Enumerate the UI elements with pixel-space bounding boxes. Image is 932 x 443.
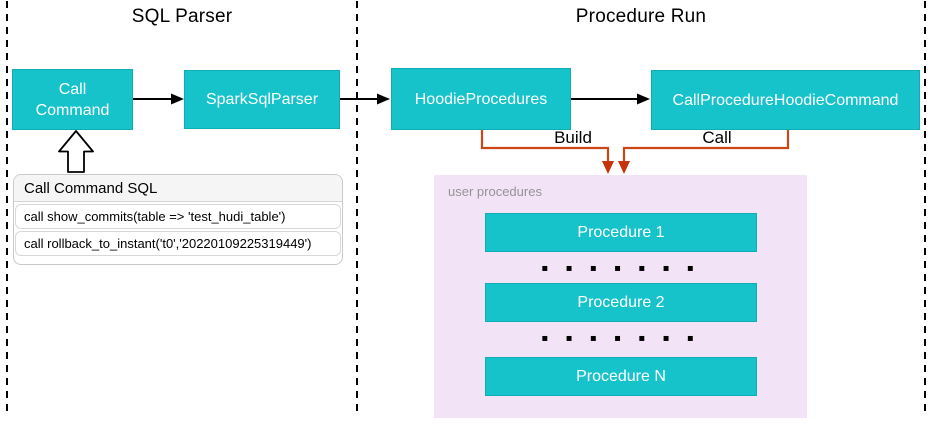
hollow-up-arrow — [58, 130, 94, 173]
arrow-callcommand-to-sparksqlparser — [133, 93, 184, 105]
section-title-sql-parser: SQL Parser — [131, 6, 233, 27]
node-call-procedure-hoodie-command: CallProcedureHoodieCommand — [651, 70, 920, 130]
sql-statement-row: call show_commits(table => 'test_hudi_ta… — [15, 204, 341, 229]
node-procedure-n-label: Procedure N — [576, 367, 666, 385]
edge-label-build: Build — [554, 128, 592, 147]
node-call-command-label: Call Command — [35, 80, 110, 119]
node-procedure-2-label: Procedure 2 — [577, 293, 665, 311]
user-procedures-panel: user procedures Procedure 1 ▪ ▪ ▪ ▪ ▪ ▪ … — [434, 175, 807, 418]
node-call-command: Call Command — [12, 69, 133, 130]
node-procedure-1-label: Procedure 1 — [577, 223, 665, 241]
node-procedure-1: Procedure 1 — [485, 213, 757, 252]
edge-label-call: Call — [702, 128, 732, 147]
node-procedure-2: Procedure 2 — [485, 283, 757, 322]
ellipsis-dots: ▪ ▪ ▪ ▪ ▪ ▪ ▪ — [541, 263, 701, 274]
node-spark-sql-parser: SparkSqlParser — [184, 70, 340, 129]
sql-panel-header: Call Command SQL — [14, 175, 342, 202]
sql-example-panel: Call Command SQL call show_commits(table… — [13, 174, 343, 265]
section-title-procedure-run: Procedure Run — [575, 6, 707, 27]
arrow-hoodieprocedures-to-callprocedurehoodiecommand — [571, 93, 650, 105]
node-spark-sql-parser-label: SparkSqlParser — [205, 91, 319, 108]
ellipsis-dots: ▪ ▪ ▪ ▪ ▪ ▪ ▪ — [541, 333, 701, 344]
sql-statement-row: call rollback_to_instant('t0','202201092… — [15, 231, 341, 256]
node-hoodie-procedures-label: HoodieProcedures — [414, 90, 548, 108]
node-procedure-n: Procedure N — [485, 357, 757, 396]
node-call-procedure-hoodie-command-label: CallProcedureHoodieCommand — [672, 91, 899, 109]
user-procedures-label: user procedures — [448, 184, 542, 199]
node-hoodie-procedures: HoodieProcedures — [391, 68, 571, 130]
arrow-sparksqlparser-to-hoodieprocedures — [340, 93, 390, 105]
